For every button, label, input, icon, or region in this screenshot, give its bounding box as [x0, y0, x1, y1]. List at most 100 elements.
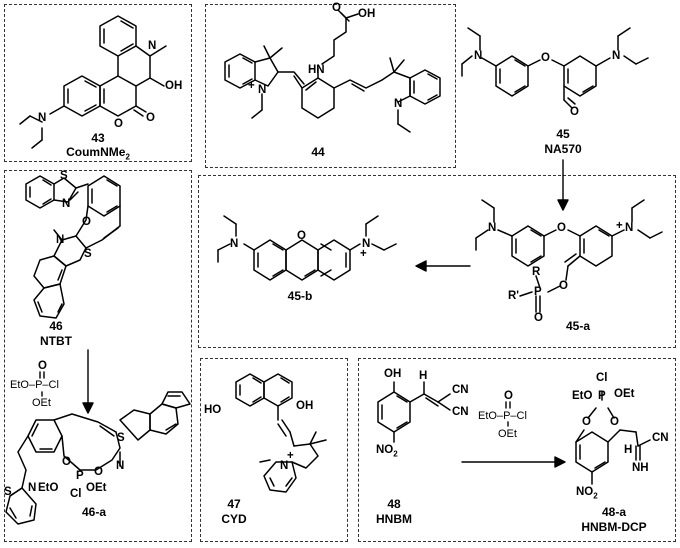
atom-n-46-btz: N [62, 198, 71, 210]
compound-48a-name: HNBM-DCP [581, 520, 647, 534]
structure-44 [224, 9, 441, 133]
compound-43-number: 43 [91, 131, 105, 145]
atom-o-45-aldehyde: O [570, 106, 579, 118]
panel-44 [205, 4, 456, 168]
atom-o-43-carbonyl: O [146, 112, 155, 124]
atom-oh-48: OH [384, 368, 402, 380]
compound-44-number: 44 [311, 145, 325, 159]
atom-h-48: H [419, 370, 428, 382]
atom-n-45a-right: N [625, 222, 634, 234]
atom-h-48a: H [624, 444, 633, 456]
reagent-48-oet: OEt [498, 428, 517, 440]
atom-o-46a-right: O [94, 466, 103, 478]
arrow-46-to-46a [39, 349, 94, 414]
atom-s-46-spiro: S [84, 248, 92, 260]
atom-r-45a: R [532, 266, 541, 278]
atom-n-45b-right: N [362, 238, 371, 250]
atom-n-45-right: N [612, 50, 621, 62]
atom-plus-47: + [287, 450, 294, 462]
atom-o-48a-left: O [582, 416, 591, 428]
reagent-46-main: EtO–P–Cl [10, 379, 59, 391]
panel-43 [4, 4, 192, 162]
structure-48 [377, 381, 451, 443]
atom-p-48a: P [598, 390, 606, 402]
atom-no2-48a: NO2 [576, 486, 598, 501]
reagent-48-o: O [504, 390, 513, 402]
compound-47-name: CYD [221, 512, 247, 526]
atom-o-45-ether: O [541, 52, 550, 64]
atom-ho-47: HO [204, 404, 222, 416]
atom-hn-44: HN [308, 64, 325, 76]
atom-plus-44: + [248, 80, 255, 92]
atom-p-45a: P [534, 286, 542, 298]
atom-nh-48a: NH [632, 462, 649, 474]
compound-46a-number: 46-a [81, 505, 107, 519]
atom-n-45-left: N [474, 50, 483, 62]
reagent-46-o: O [38, 360, 47, 372]
atom-n-46a-btz: N [28, 482, 37, 494]
reagent-46-oet: OEt [32, 397, 51, 409]
atom-rprime-45a: R' [508, 290, 520, 302]
panel-45 [198, 175, 676, 348]
panel-47 [200, 358, 348, 542]
arrow-48-to-48a [461, 401, 566, 468]
panel-48 [358, 358, 676, 542]
compound-47-number: 47 [227, 497, 241, 511]
compound-46-name: NTBT [40, 334, 72, 348]
structure-45a [475, 199, 663, 313]
atom-oh-47: OH [296, 400, 314, 412]
atom-o-43-ring: O [114, 118, 123, 130]
structure-47 [235, 373, 327, 493]
atom-plus-45a: + [616, 220, 623, 232]
atom-oh-44-acid: OH [358, 8, 376, 20]
compound-48a-number: 48-a [601, 505, 627, 519]
atom-cn-48-bottom: CN [452, 406, 469, 418]
atom-o-45a-po: O [534, 312, 543, 324]
atom-oet-46a: OEt [86, 482, 107, 494]
compound-43-name: CoumNMe2 [66, 145, 130, 162]
atom-n-46a-spiro: N [116, 460, 125, 472]
atom-s-46a-spiro: S [117, 432, 125, 444]
structure-46a [5, 391, 191, 525]
atom-n-43-methyl: N [148, 40, 157, 52]
atom-n-43-amine: N [38, 112, 47, 124]
atom-cl-48a: Cl [596, 372, 608, 384]
atom-cn-48a: CN [652, 432, 669, 444]
atom-cl-46a: Cl [70, 488, 82, 500]
structure-45 [461, 27, 649, 109]
structure-43 [19, 15, 167, 149]
atom-o-45a-ester: O [559, 280, 568, 292]
atom-o-44-acid: O [332, 2, 341, 14]
reagent-48-main: EtO–P–Cl [478, 410, 527, 422]
panel-46 [4, 170, 192, 542]
atom-eto-46a: EtO [38, 482, 59, 494]
compound-46-number: 46 [49, 319, 63, 333]
atom-o-45b-ring: O [297, 230, 306, 242]
atom-s-46-btz: S [60, 170, 68, 182]
structure-45b [217, 215, 397, 281]
compound-45a-number: 45-a [565, 319, 591, 333]
atom-oh-43: OH [165, 80, 183, 92]
atom-n-47: N [280, 460, 289, 472]
atom-no2-48: NO2 [376, 444, 398, 459]
arrow-45-to-45a [557, 159, 569, 211]
compound-45-name: NA570 [544, 142, 582, 156]
atom-o-46: O [82, 216, 91, 228]
atom-eto-48a: EtO [572, 390, 593, 402]
structure-48a [575, 391, 651, 485]
atom-p-46a: P [76, 470, 84, 482]
atom-o-48a-right: O [610, 416, 619, 428]
atom-n-44-left: N [258, 84, 267, 96]
compound-48-name: HNBM [376, 512, 412, 526]
atom-n-46-spiro: N [56, 234, 65, 246]
compound-45b-number: 45-b [287, 289, 313, 303]
atom-oet-48a: OEt [614, 388, 635, 400]
compound-45-number: 45 [556, 127, 570, 141]
atom-o-45a-ether: O [557, 222, 566, 234]
atom-n-45b-left: N [230, 238, 239, 250]
atom-o-46a-left: O [62, 456, 71, 468]
compound-48-number: 48 [387, 497, 401, 511]
atom-n-45a-left: N [488, 222, 497, 234]
structure-46 [25, 175, 121, 319]
